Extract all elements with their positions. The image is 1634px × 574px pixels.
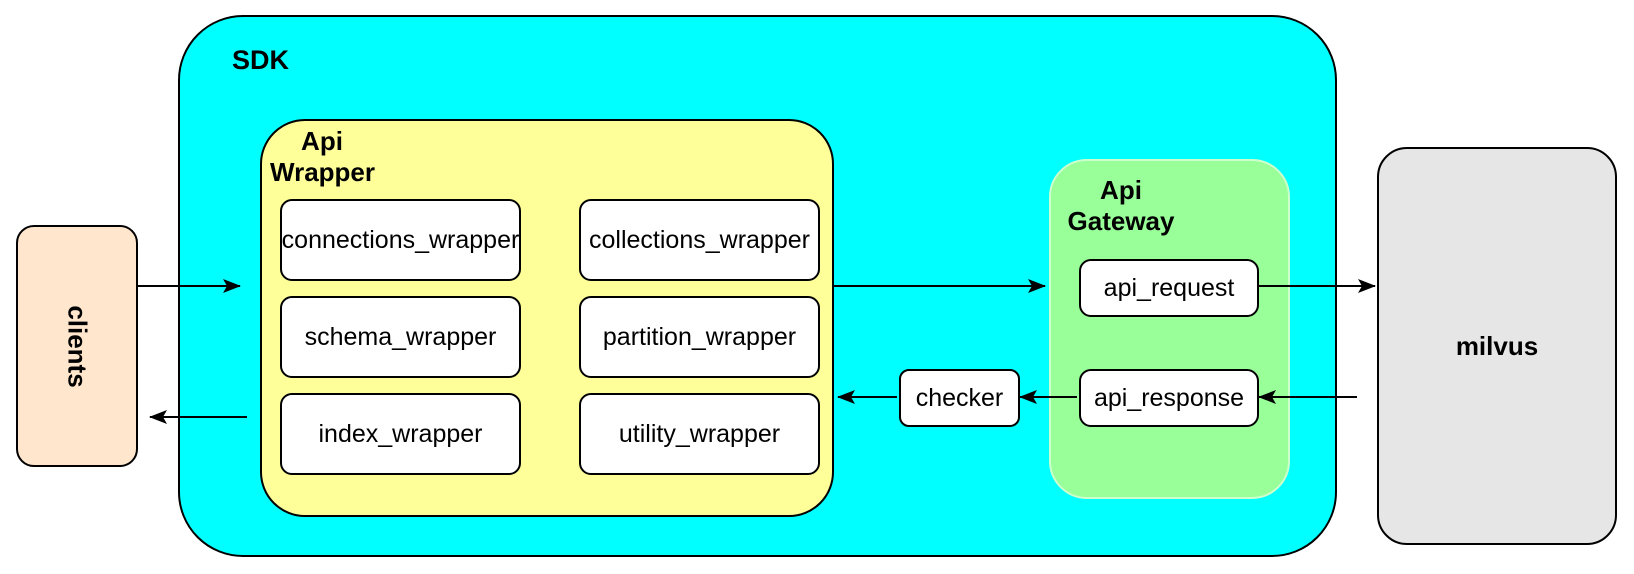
sdk-container: SDK Api Wrapper connections_wrapper coll… [178, 15, 1337, 557]
api-wrapper-grid: connections_wrapper collections_wrapper … [280, 199, 820, 475]
collections-wrapper-node: collections_wrapper [579, 199, 820, 281]
api-wrapper-label: Api Wrapper [270, 126, 375, 187]
utility-wrapper-node: utility_wrapper [579, 393, 820, 475]
api-wrapper-container: Api Wrapper connections_wrapper collecti… [260, 119, 834, 517]
sdk-label: SDK [232, 45, 290, 75]
milvus-node: milvus [1377, 147, 1617, 545]
api-gateway-label: Api Gateway [1067, 175, 1175, 236]
api-request-node: api_request [1079, 259, 1259, 317]
api-gateway-container: Api Gateway api_request api_response [1049, 159, 1290, 499]
clients-label: clients [62, 304, 93, 388]
connections-wrapper-node: connections_wrapper [280, 199, 521, 281]
checker-node: checker [899, 369, 1020, 427]
partition-wrapper-node: partition_wrapper [579, 296, 820, 378]
index-wrapper-node: index_wrapper [280, 393, 521, 475]
api-response-node: api_response [1079, 369, 1259, 427]
schema-wrapper-node: schema_wrapper [280, 296, 521, 378]
clients-node: clients [16, 225, 138, 467]
